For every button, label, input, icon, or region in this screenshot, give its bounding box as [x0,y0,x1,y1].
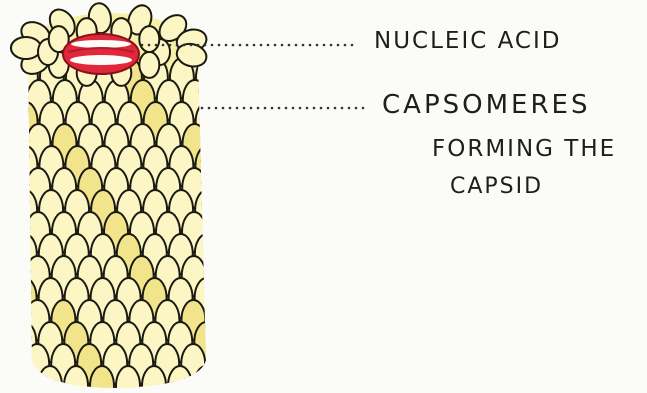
capsomere [139,52,159,78]
capsomere [116,366,140,393]
capsomere [25,344,49,384]
label-capsomeres: CAPSOMERES [382,92,590,118]
capsomere [64,366,88,393]
label-forming-the: FORMING THE [432,138,616,161]
capsomere [12,366,36,393]
capsomere [90,366,114,393]
capsomere [38,366,62,393]
capsomere [168,366,192,393]
label-nucleic-acid: NUCLEIC ACID [374,30,561,53]
label-capsid: CAPSID [450,176,543,198]
capsomere [139,26,159,52]
leader-line-capsomeres [201,107,365,110]
capsomere [142,366,166,393]
capsomere [207,344,231,384]
capsomere [11,37,41,59]
capsomere [194,366,218,393]
capsomeres [12,58,231,393]
nucleic-acid [63,34,139,74]
